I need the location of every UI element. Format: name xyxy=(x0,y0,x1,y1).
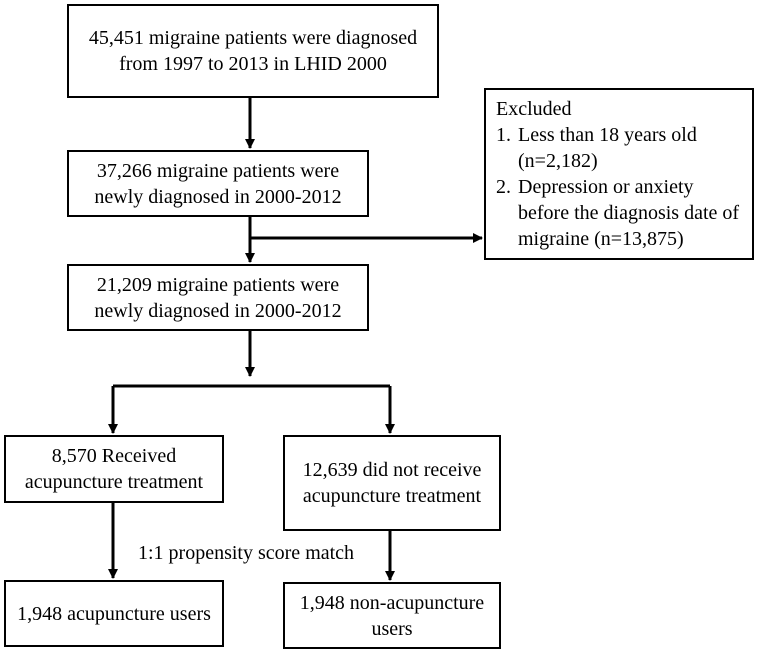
box-total-patients: 45,451 migraine patients were diagnosed … xyxy=(67,4,439,98)
box-excluded: Excluded 1. Less than 18 years old (n=2,… xyxy=(484,88,754,260)
excluded-title: Excluded xyxy=(496,98,572,120)
box-acupuncture-users: 1,948 acupuncture users xyxy=(4,580,224,647)
box-newly-diagnosed: 37,266 migraine patients were newly diag… xyxy=(67,150,369,217)
box-no-acupuncture-text: 12,639 did not receive acupuncture treat… xyxy=(302,459,482,507)
box-newly-diagnosed-text: 37,266 migraine patients were newly diag… xyxy=(94,159,342,208)
excluded-item-text: Depression or anxiety before the diagnos… xyxy=(518,176,740,250)
box-after-exclusion: 21,209 migraine patients were newly diag… xyxy=(67,264,369,331)
box-acupuncture-received: 8,570 Received acupuncture treatment xyxy=(4,435,224,503)
box-acupuncture-received-text: 8,570 Received acupuncture treatment xyxy=(24,445,204,493)
box-after-exclusion-text: 21,209 migraine patients were newly diag… xyxy=(94,273,342,322)
excluded-item-text: Less than 18 years old (n=2,182) xyxy=(518,124,697,172)
excluded-item-number: 1. xyxy=(496,124,511,146)
box-no-acupuncture: 12,639 did not receive acupuncture treat… xyxy=(283,435,501,531)
propensity-match-label: 1:1 propensity score match xyxy=(138,542,355,564)
box-total-patients-text: 45,451 migraine patients were diagnosed … xyxy=(88,27,418,75)
excluded-item: 2. Depression or anxiety before the diag… xyxy=(496,174,742,252)
box-acupuncture-users-text: 1,948 acupuncture users xyxy=(17,602,211,625)
box-non-acupuncture-users: 1,948 non-acupuncture users xyxy=(283,582,501,649)
box-non-acupuncture-users-text: 1,948 non-acupuncture users xyxy=(299,591,485,640)
excluded-item: 1. Less than 18 years old (n=2,182) xyxy=(496,122,742,174)
excluded-item-number: 2. xyxy=(496,176,511,198)
